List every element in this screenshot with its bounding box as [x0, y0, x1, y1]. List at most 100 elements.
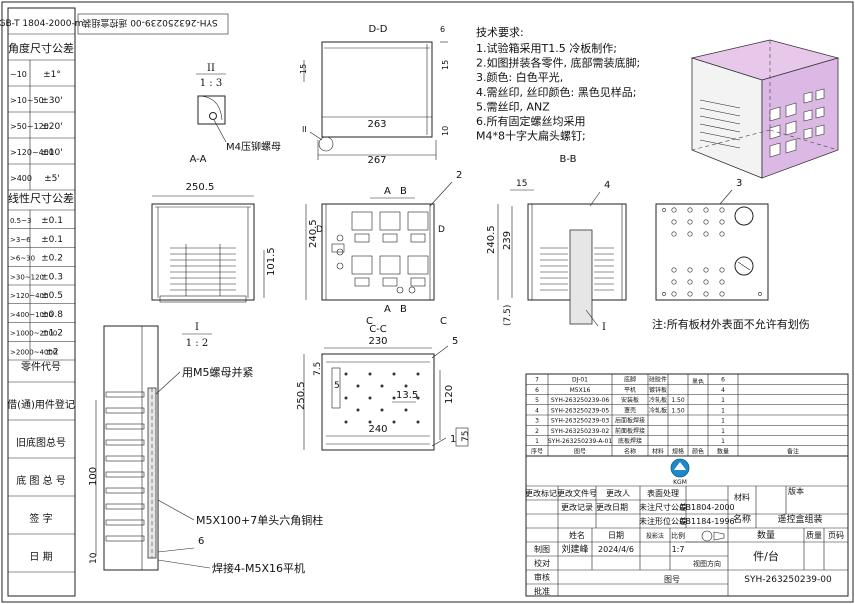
bom-cell: SYH-263250239-A-01 [548, 438, 612, 445]
detail-i-callout6: 6 [198, 536, 204, 547]
dd-dim-267: 267 [367, 155, 386, 166]
tech-item: M4*8十字大扁头螺钉; [476, 129, 586, 143]
angle-range: >10~50 [10, 96, 44, 105]
change-doc: 更改文件号 [557, 488, 597, 498]
dd-dim-6: 6 [440, 25, 445, 34]
tol-dim-label: 未注尺寸公差 [639, 502, 687, 512]
dd-dim-15a: 15 [441, 60, 450, 70]
linear-range: >1000~2000 [10, 330, 57, 338]
cc-dim-75: 7.5 [313, 362, 323, 376]
front-label-c2: C [440, 316, 447, 327]
bom-cell: 4 [535, 407, 539, 414]
front-label-b2: B [400, 304, 407, 315]
unit-value: 件/台 [753, 549, 779, 563]
bom-cell: 5 [535, 397, 539, 404]
view-title-cc: C-C [369, 324, 387, 335]
tolerance-standard: GB-T 1804-2000-m [0, 19, 84, 29]
isometric-view [690, 39, 840, 179]
cc-callout-5: 5 [452, 336, 458, 347]
view-d-d: D-D II 263 267 6 15 15 10 [299, 24, 450, 166]
bom-cell: 1 [721, 397, 725, 404]
projection-label: 投影法 [646, 532, 664, 540]
bom-cell: DJ-01 [572, 377, 588, 384]
linear-tol: ±1.2 [41, 329, 63, 339]
view-a-a: A-A 250.5 101.5 [151, 154, 277, 303]
cc-dim-240: 240 [368, 424, 387, 435]
angle-tol: ±30' [41, 96, 62, 106]
page-label: 页码 [828, 531, 844, 540]
cc-dim-230: 230 [368, 336, 387, 347]
bom-cell: 1.50 [671, 397, 685, 404]
tol-form-value: GB1184-1996 [679, 517, 734, 526]
bom-cell: 平机 [624, 386, 636, 394]
angle-range: >120~400 [10, 148, 54, 157]
dd-dim-10: 10 [441, 126, 450, 136]
bom-cell: 硅胶件 [649, 376, 667, 384]
audit-label: 审核 [534, 572, 550, 582]
detail-ii: II 1 : 3 M4压铆螺母 [196, 63, 281, 153]
front-label-d2: D [438, 225, 445, 235]
bb-dim-75: (7.5) [503, 305, 513, 326]
cc-dim-120: 120 [444, 385, 455, 404]
side-label: 旧底图总号 [16, 436, 66, 449]
angle-tol: ±1° [43, 70, 61, 80]
side-label: 底 图 总 号 [16, 474, 66, 487]
bom-cell: SYH-263250239-03 [551, 418, 609, 425]
bom-cell: 6 [721, 377, 725, 384]
detail-i-note1: 用M5螺母并紧 [182, 365, 254, 379]
view-front: A B 240.5 D D 2 A B C C [305, 170, 462, 327]
bom-cell: SYH-263250239-06 [551, 397, 609, 404]
tol-dim-value: GB1804-2000 [679, 503, 734, 512]
drawer-name: 刘建峰 [561, 543, 588, 555]
bb-dim-15: 15 [516, 179, 527, 189]
angle-tol: ±5' [44, 174, 60, 184]
change-mark: 更改标记 [525, 488, 557, 498]
surface-note: 注:所有板材外表面不允许有划伤 [652, 317, 810, 331]
rotated-stamp: SYH-263250239-00 遥控盒组装 [82, 17, 217, 29]
draw-label: 制图 [534, 544, 550, 554]
bom-cell: 图号 [574, 448, 586, 455]
approve-label: 批准 [534, 586, 550, 596]
detail-i: I 1 : 2 用M5螺母并紧 M5X100+7单头六角铜柱 6 焊接4-M5X… [88, 322, 323, 575]
bom-cell: SYH-263250239-02 [551, 428, 609, 435]
bom-cell: 1 [721, 418, 725, 425]
bom-cell: 2 [535, 428, 539, 435]
linear-range: >120~400 [10, 292, 48, 300]
surface-treatment: 表面处理 [647, 488, 679, 498]
linear-range: >3~6 [10, 236, 31, 244]
tech-item: 6.所有固定螺丝均采用 [476, 114, 586, 128]
tech-requirements: 技术要求: 1.试验箱采用T1.5 冷板制作;2.如图拼装各零件, 底部需装底脚… [476, 26, 810, 331]
side-label: 借(通)用件登记 [7, 398, 75, 411]
angle-range: >400 [10, 174, 32, 183]
drawing-no-label: 图号 [664, 575, 680, 584]
material-label: 材料 [734, 492, 750, 502]
cc-dim-5: 5 [334, 381, 340, 391]
bom-cell: 3 [535, 418, 539, 425]
bom-cell: 1.50 [671, 407, 685, 414]
linear-tol: ±0.1 [41, 216, 63, 226]
detail-i-note3: 焊接4-M5X16平机 [212, 561, 305, 575]
bom-cell: 材料 [652, 447, 664, 455]
bom-cell: 前面板焊接 [615, 427, 645, 435]
mass-label: 质量 [806, 530, 822, 540]
detail-i-roman: I [195, 322, 199, 333]
side-label: 签 字 [29, 512, 52, 525]
view-back: 3 [655, 178, 769, 301]
linear-tol: ±2 [45, 347, 58, 357]
detail-i-scale: 1 : 2 [186, 338, 208, 349]
bom-cell: 后面板焊接 [615, 417, 645, 425]
cc-dim-250: 250.5 [296, 381, 307, 410]
cc-callout-1: 1 [450, 434, 456, 445]
tech-title: 技术要求: [476, 26, 524, 39]
projection-symbol-icon [701, 530, 713, 542]
tolerance-table: GB-T 1804-2000-m 角度尺寸公差 ~10±1°>10~50±30'… [0, 7, 84, 597]
bom-cell: 序号 [531, 447, 543, 455]
view-b-b: B-B 15 4 240.5 239 (7.5) I [486, 154, 627, 333]
side-label: 零件代号 [21, 361, 61, 373]
bom-cell: 安装板 [621, 396, 639, 404]
bom-cell: 备注 [787, 447, 799, 455]
detail-ii-roman: II [207, 63, 215, 74]
bom-cell: 1 [721, 407, 725, 414]
bom-cell: 名称 [624, 447, 636, 455]
